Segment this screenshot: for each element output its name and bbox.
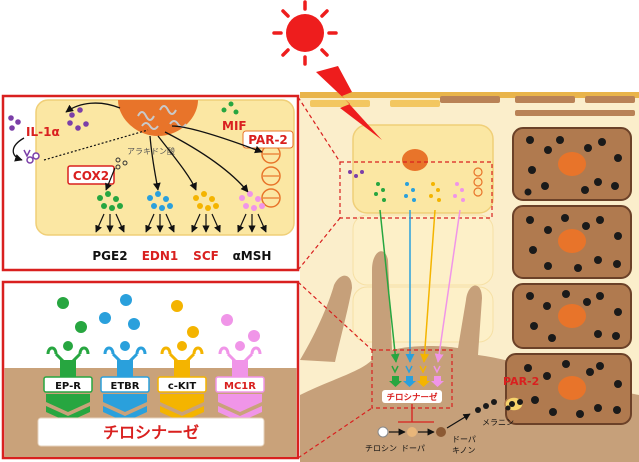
lightning-icon <box>316 66 382 140</box>
cox2-label: COX2 <box>73 169 109 183</box>
signal-arrows <box>379 209 461 363</box>
leader-lines <box>297 96 373 459</box>
product-pge2: PGE2 <box>92 249 127 263</box>
melanin-pathway: チロシン ドーパ ドーパ キノン メラニン <box>365 399 514 455</box>
dopaquinone-label-2: キノン <box>452 446 475 455</box>
scene-enzyme-box: チロシナーゼ <box>371 349 453 409</box>
receptor-etbr-label: ETBR <box>111 381 140 392</box>
receptor-mc1r-label: MC1R <box>224 381 256 392</box>
par2-label: PAR-2 <box>248 133 288 147</box>
mif-label: MIF <box>222 119 247 133</box>
enzyme-label: チロシナーゼ <box>103 423 199 442</box>
receptor-etbr: ETBR <box>100 341 150 422</box>
melanin-label: メラニン <box>482 418 514 427</box>
tyrosine-label: チロシン <box>365 444 397 453</box>
dark-keratinocytes <box>505 127 632 425</box>
receptor-mc1r: MC1R <box>215 341 265 422</box>
skin-scene: PAR-2 <box>300 92 639 462</box>
receptor-ckit-label: c-KIT <box>168 381 197 392</box>
scene-small-cell <box>339 161 493 219</box>
il1a-label: IL-1α <box>26 125 60 139</box>
sun-icon <box>272 0 338 66</box>
product-edn1: EDN1 <box>142 249 179 263</box>
product-scf: SCF <box>193 249 219 263</box>
top-panel: PAR-2 MIF IL-1α アラキドン酸 COX2 <box>1 94 300 272</box>
dopaquinone-label-1: ドーパ <box>452 435 476 444</box>
receptor-epr-label: EP-R <box>55 381 81 392</box>
bottom-panel: EP-R ETBR c-KIT <box>1 280 300 460</box>
par2-right-label: PAR-2 <box>503 375 539 388</box>
product-amsh: αMSH <box>233 249 272 263</box>
scene-enzyme-label: チロシナーゼ <box>386 392 438 403</box>
dopa-label: ドーパ <box>401 444 425 453</box>
receptor-ckit: c-KIT <box>157 341 207 422</box>
